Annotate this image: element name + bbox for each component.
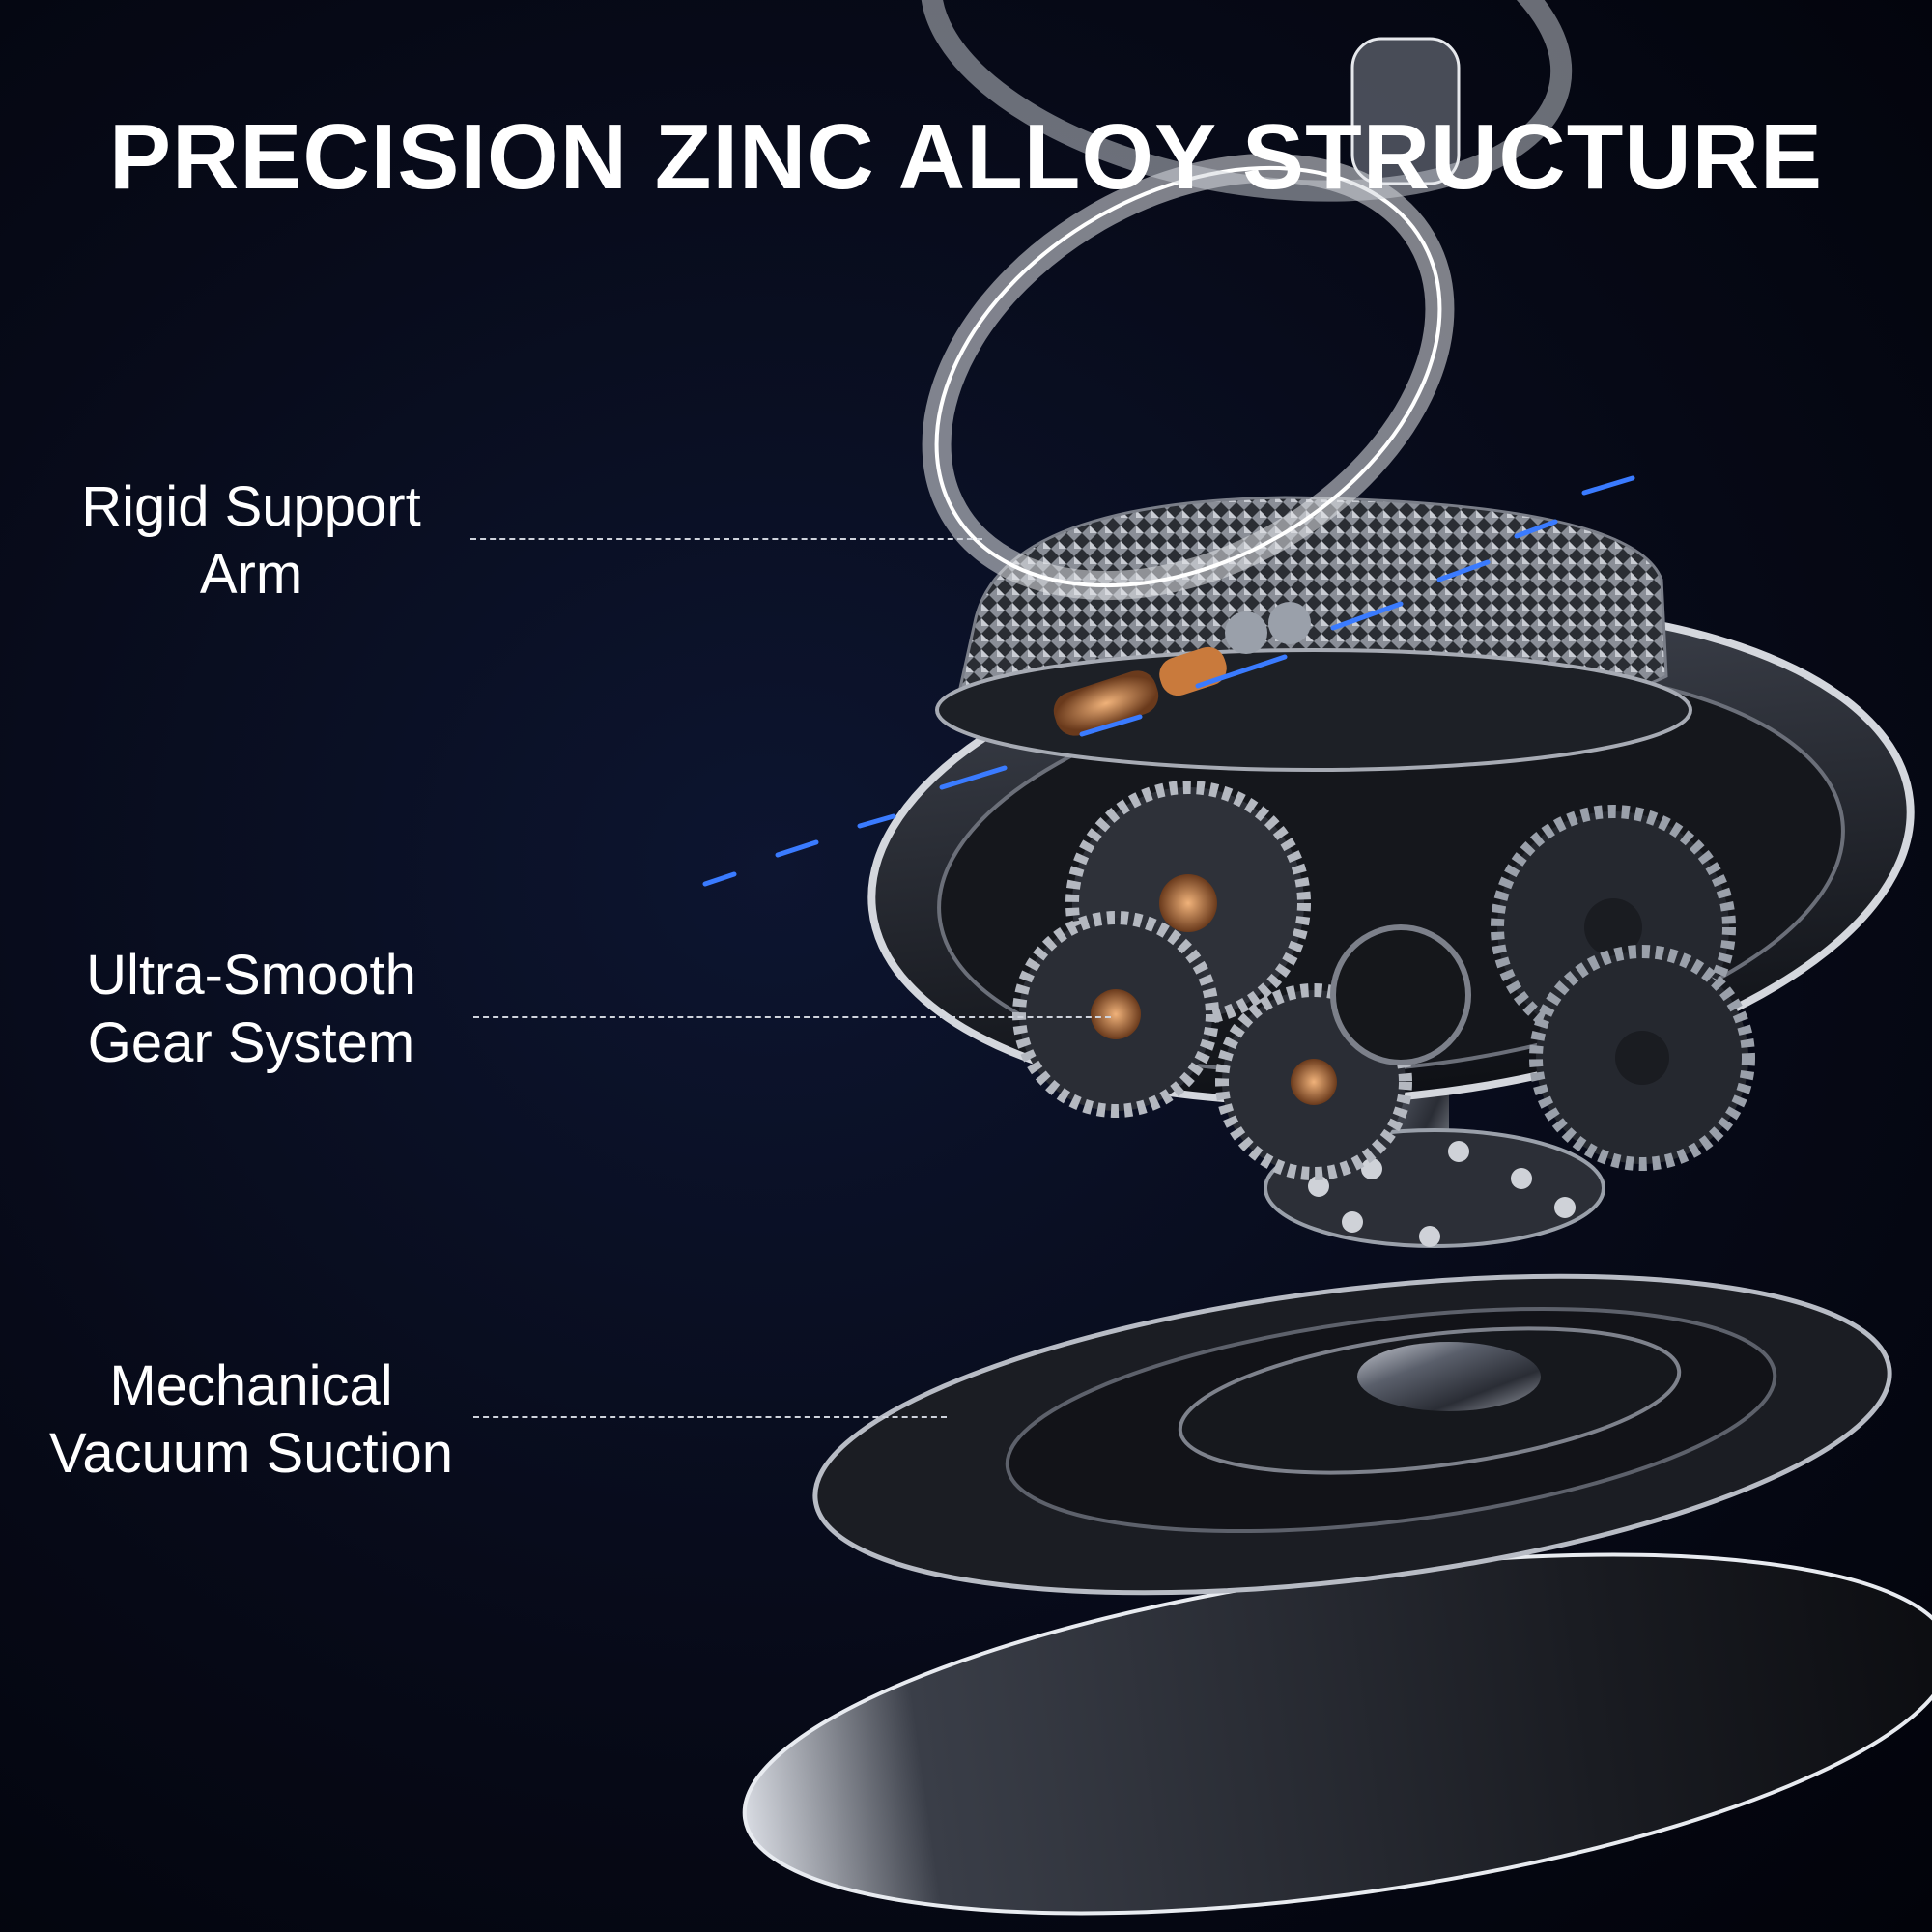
callout-vacuum-suction: Mechanical Vacuum Suction	[0, 1352, 502, 1488]
callout-gear-system: Ultra-Smooth Gear System	[0, 942, 502, 1077]
callout-label: Arm	[199, 543, 303, 606]
callout-leader-line	[470, 538, 982, 540]
callout-label: Rigid Support	[81, 475, 421, 538]
vacuum-cup-part	[812, 1273, 1892, 1596]
blue-light-streak	[702, 475, 1635, 887]
callout-label: Mechanical	[109, 1354, 393, 1417]
page-title: PRECISION ZINC ALLOY STRUCTURE	[108, 105, 1824, 209]
callout-rigid-support-arm: Rigid Support Arm	[0, 473, 502, 609]
support-arm-part	[920, 0, 1573, 601]
callout-label: Ultra-Smooth	[86, 944, 416, 1007]
callout-label: Gear System	[87, 1011, 415, 1074]
callout-leader-line	[473, 1016, 1111, 1018]
knurled-dial-part	[935, 496, 1692, 772]
callout-label: Vacuum Suction	[48, 1422, 454, 1485]
callout-leader-line	[473, 1416, 947, 1418]
